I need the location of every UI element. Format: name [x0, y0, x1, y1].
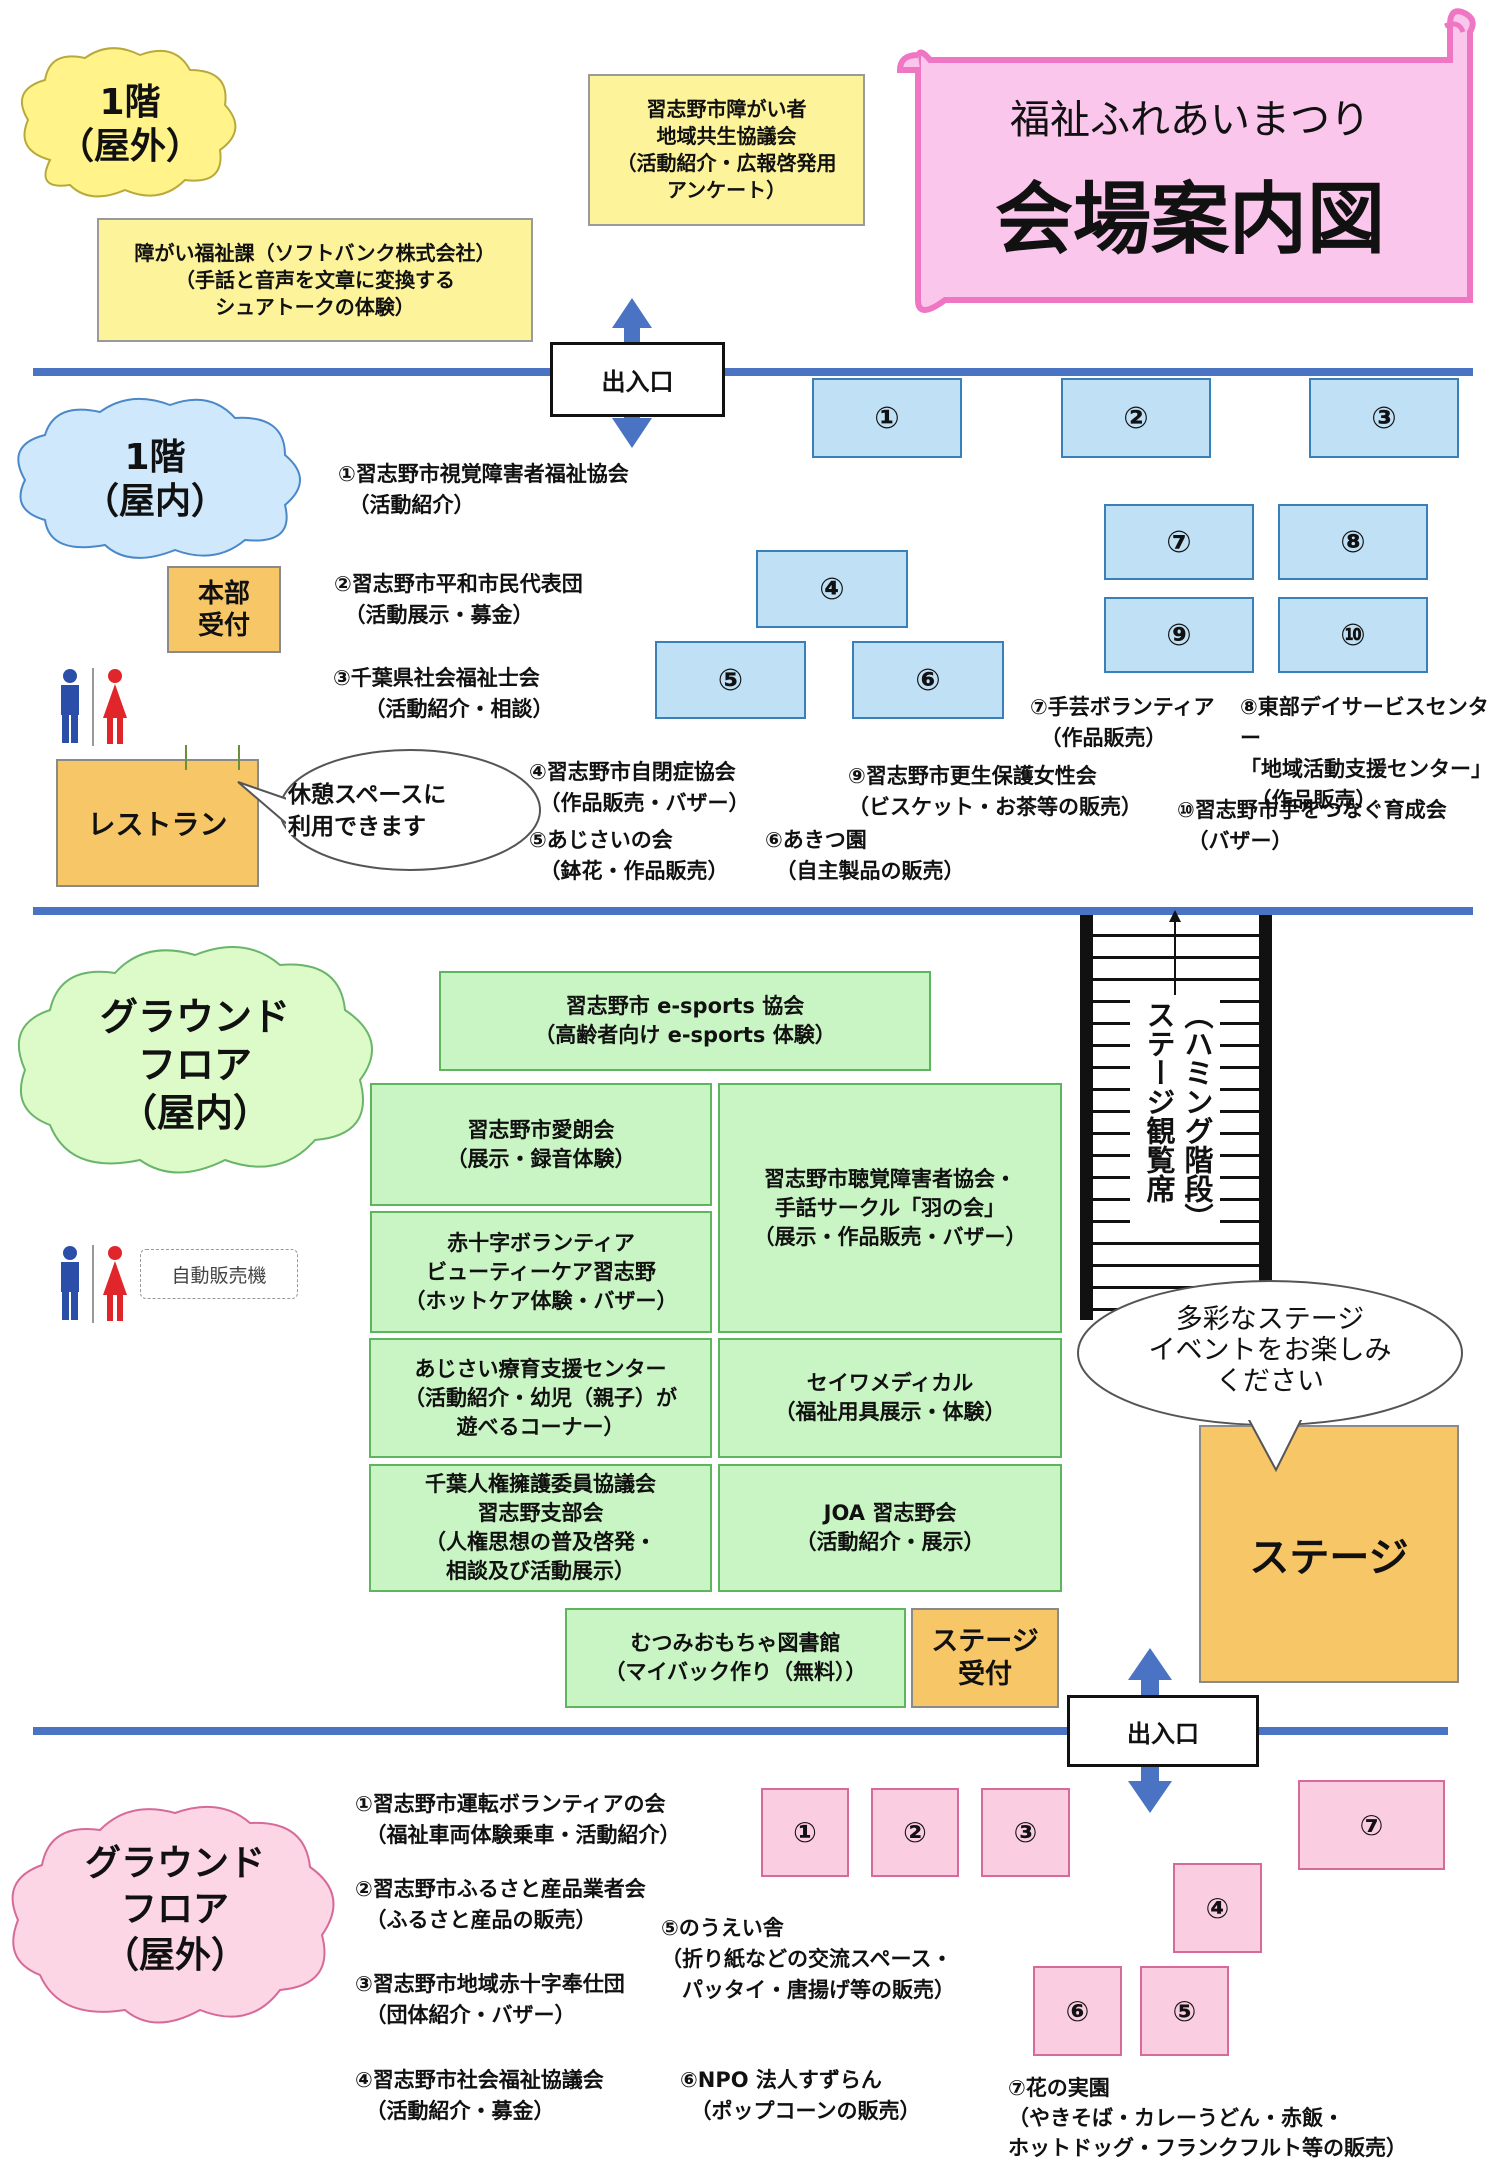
g-out-item-6: ⑥NPO 法人すずらん （ポップコーンの販売） — [680, 2068, 921, 2123]
booth-f1-9: ⑨ — [1104, 597, 1254, 673]
rest-bubble-shape — [237, 749, 541, 871]
restaurant-tick-a — [185, 745, 187, 770]
booth-f1-8: ⑧ — [1278, 504, 1428, 580]
booth-g-out-6: ⑥ — [1033, 1966, 1122, 2056]
rest-bubble-text: 休憩スペースに 利用できます — [288, 782, 447, 840]
f1-item-6: ⑥あきつ園 （自主製品の販売） — [765, 828, 965, 883]
g-out-item-2: ②習志野市ふるさと産品業者会 （ふるさと産品の販売） — [355, 1877, 646, 1932]
booth-f1-2: ② — [1061, 378, 1211, 458]
divider-3 — [33, 1727, 1448, 1735]
section-label-g-indoor: グラウンド フロア （屋内） — [99, 995, 290, 1135]
booth-esports: 習志野市 e-sports 協会 （高齢者向け e-sports 体験） — [439, 971, 931, 1071]
stairs-label-bg — [1130, 995, 1220, 1225]
f1-item-4: ④習志野市自閉症協会 （作品販売・バザー） — [529, 760, 750, 815]
cloud-f1-outdoor — [20, 47, 237, 198]
booth-g-in-3: あじさい療育支援センター （活動紹介・幼児（親子）が 遊べるコーナー） — [369, 1338, 712, 1458]
booth-f1-3: ③ — [1309, 378, 1459, 458]
f1-item-10: ⑩習志野市手をつなぐ育成会 （バザー） — [1177, 798, 1447, 853]
entrance-1: 出入口 — [550, 342, 725, 417]
booth-g-out-2: ② — [871, 1788, 959, 1877]
divider-1 — [33, 368, 1473, 376]
booth-g-in-7: JOA 習志野会 （活動紹介・展示） — [718, 1464, 1062, 1592]
stairs-label-2: ステージ観覧席 — [1142, 1000, 1176, 1203]
f1-item-5: ⑤あじさいの会 （鉢花・作品販売） — [529, 828, 729, 883]
restroom-icon-g — [61, 1245, 127, 1323]
section-label-f1-indoor: 1階 （屋内） — [82, 437, 227, 522]
booth-g-in-4: 千葉人権擁護委員協議会 習志野支部会 （人権思想の普及啓発・ 相談及び活動展示） — [369, 1464, 712, 1592]
booth-f1-7: ⑦ — [1104, 504, 1254, 580]
f1-item-8: ⑧東部デイサービスセンター 「地域活動支援センター」 （作品販売） — [1240, 695, 1492, 812]
f1-item-7: ⑦手芸ボランティア （作品販売） — [1030, 695, 1215, 750]
g-out-item-5: ⑤のうえい舎 （折り紙などの交流スペース・ パッタイ・唐揚げ等の販売） — [661, 1916, 955, 2002]
stage-bubble-tail — [1245, 1414, 1307, 1473]
g-out-item-4: ④習志野市社会福祉協議会 （活動紹介・募金） — [355, 2068, 604, 2123]
g-out-item-1: ①習志野市運転ボランティアの会 （福祉車両体験乗車・活動紹介） — [355, 1792, 681, 1847]
booth-g-out-4: ④ — [1173, 1863, 1262, 1953]
booth-f1-10: ⑩ — [1278, 597, 1428, 673]
title-line1: 福祉ふれあいまつり — [1010, 97, 1370, 143]
f1-item-9: ⑨習志野市更生保護女性会 （ビスケット・お茶等の販売） — [848, 764, 1142, 819]
restroom-icon-f1 — [61, 668, 127, 746]
booth-g-out-1: ① — [761, 1788, 849, 1877]
booth-f1-4: ④ — [756, 550, 908, 628]
cloud-g-outdoor — [11, 1805, 335, 2024]
booth-g-in-5: 習志野市聴覚障害者協会・ 手話サークル「羽の会」 （展示・作品販売・バザー） — [718, 1083, 1062, 1333]
booth-f1-6: ⑥ — [852, 641, 1004, 719]
f1-item-1: ①習志野市視覚障害者福祉協会 （活動紹介） — [338, 462, 629, 517]
booth-g-in-1: 習志野市愛朗会 （展示・録音体験） — [370, 1083, 712, 1206]
divider-2 — [33, 907, 1473, 915]
booth-f1-5: ⑤ — [655, 641, 806, 719]
stage-bubble-text: 多彩なステージ イベントをお楽しみ ください — [1148, 1303, 1392, 1397]
f1-item-3: ③千葉県社会福祉士会 （活動紹介・相談） — [333, 666, 554, 721]
entrance-2: 出入口 — [1067, 1695, 1259, 1767]
restaurant-tick-b — [238, 745, 240, 770]
title-line2: 会場案内図 — [995, 175, 1386, 265]
restaurant: レストラン — [56, 759, 259, 887]
booth-f1-out-a: 習志野市障がい者 地域共生協議会 （活動紹介・広報啓発用 アンケート） — [588, 74, 865, 226]
booth-g-out-7: ⑦ — [1298, 1780, 1445, 1870]
vending-machine: 自動販売機 — [140, 1249, 298, 1299]
title-banner — [896, 8, 1476, 313]
f1-item-2: ②習志野市平和市民代表団 （活動展示・募金） — [334, 572, 583, 627]
booth-toy-library: むつみおもちゃ図書館 （マイバック作り（無料）） — [565, 1608, 906, 1708]
stage: ステージ — [1199, 1425, 1459, 1683]
stage-reception: ステージ 受付 — [911, 1608, 1059, 1708]
booth-g-out-3: ③ — [981, 1788, 1070, 1877]
booth-f1-1: ① — [812, 378, 962, 458]
booth-f1-out-b: 障がい福祉課（ソフトバンク株式会社） （手話と音声を文章に変換する シュアトーク… — [97, 218, 533, 342]
g-out-item-3: ③習志野市地域赤十字奉仕団 （団体紹介・バザー） — [355, 1972, 625, 2027]
g-out-item-7: ⑦花の実園 （やきそば・カレーうどん・赤飯・ ホットドッグ・フランクフルト等の販… — [1008, 2076, 1407, 2160]
booth-g-in-6: セイワメディカル （福祉用具展示・体験） — [718, 1338, 1062, 1458]
cloud-g-indoor — [17, 946, 373, 1174]
cloud-f1-indoor — [17, 397, 301, 559]
stairs-label-1: （ハミング階段） — [1180, 1000, 1214, 1232]
booth-g-out-5: ⑤ — [1140, 1966, 1229, 2056]
section-label-g-outdoor: グラウンド フロア （屋外） — [84, 1843, 265, 1976]
section-label-f1-outdoor: 1階 （屋外） — [57, 82, 202, 167]
booth-g-in-2: 赤十字ボランティア ビューティーケア習志野 （ホットケア体験・バザー） — [370, 1211, 712, 1333]
hq-reception: 本部 受付 — [167, 566, 281, 653]
